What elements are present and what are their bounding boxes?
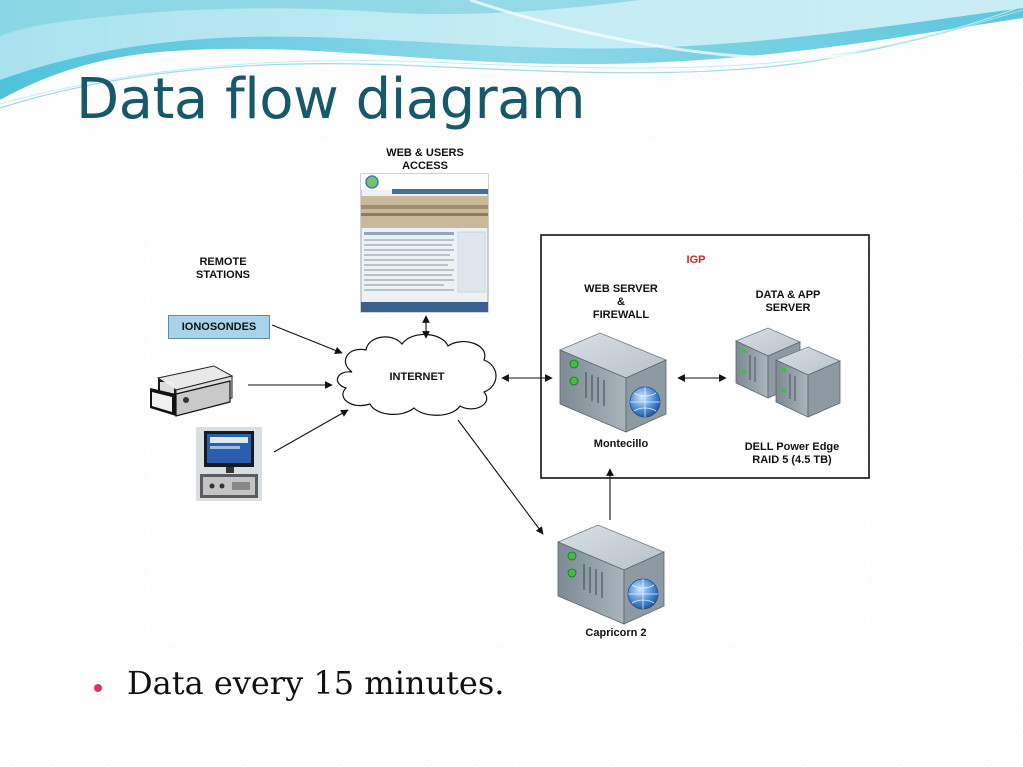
internet-label: INTERNET — [389, 371, 445, 383]
montecillo-label: Montecillo — [593, 438, 649, 450]
data-app-server-icon — [735, 327, 841, 418]
web-server-icon — [558, 332, 668, 433]
ionosondes-box: IONOSONDES — [168, 315, 270, 339]
ionosonde-device-image — [150, 365, 234, 417]
arrow-internet-capricorn — [457, 419, 544, 535]
remote-stations-label: REMOTE STATIONS — [196, 256, 250, 281]
bullet-dot — [94, 684, 102, 692]
header-wave-decoration — [0, 0, 1023, 109]
dell-server-label: DELL Power Edge RAID 5 (4.5 TB) — [744, 441, 840, 466]
capricorn-server-icon — [556, 524, 666, 625]
data-app-server-label: DATA & APP SERVER — [755, 289, 821, 314]
capricorn-label: Capricorn 2 — [585, 627, 647, 639]
igp-label: IGP — [686, 254, 706, 266]
website-screenshot-image — [360, 173, 489, 313]
arrow-ionosondes-internet — [271, 324, 343, 355]
web-server-firewall-label: WEB SERVER & FIREWALL — [584, 283, 658, 321]
bullet-text: Data every 15 minutes. — [127, 664, 505, 702]
slide-title: Data flow diagram — [76, 67, 586, 132]
arrow-computer-internet — [273, 409, 349, 453]
web-users-access-label: WEB & USERS ACCESS — [386, 147, 464, 172]
computer-station-image — [196, 427, 262, 501]
internet-cloud — [336, 333, 497, 416]
